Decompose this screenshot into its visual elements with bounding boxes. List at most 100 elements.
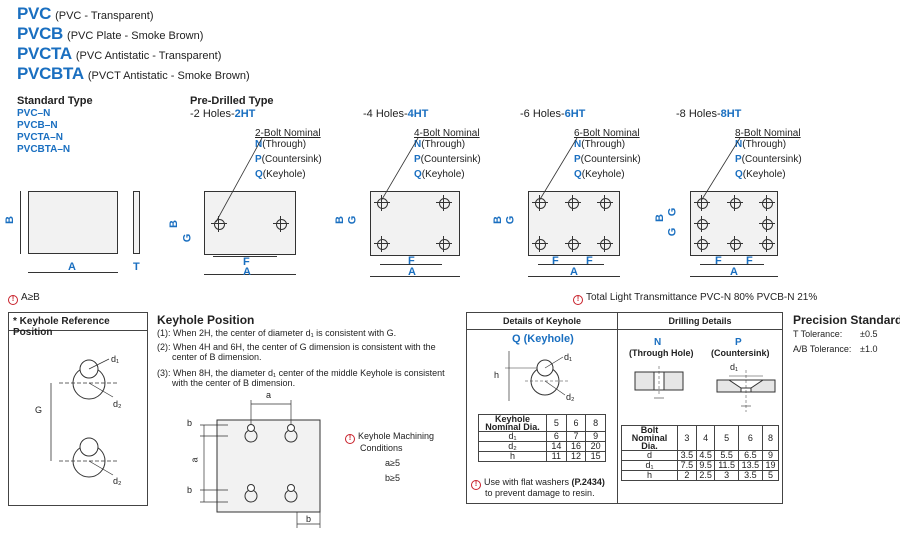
type-prefix: -6 Holes- <box>520 108 565 120</box>
standard-type-heading: Standard Type <box>17 95 93 107</box>
cell: 3.5 <box>677 450 697 461</box>
option-text: (Keyhole) <box>262 169 306 180</box>
precision-t-value: ±0.5 <box>860 329 878 339</box>
hole-marker <box>694 236 710 252</box>
row-label: d₂ <box>478 441 547 452</box>
drill-col: 6 <box>737 425 763 451</box>
cell: 12 <box>565 451 587 462</box>
hole-marker <box>273 216 289 232</box>
cell: 5.5 <box>714 450 739 461</box>
ref-d1: d₁ <box>111 354 120 364</box>
cell: 5 <box>761 470 780 481</box>
standard-code: PVCB–N <box>17 120 58 131</box>
row-label: h <box>478 451 547 462</box>
table-row: h 2 2.5 3 3.5 5 <box>621 470 780 481</box>
hole-marker <box>565 195 581 211</box>
drill-p-sub: (Countersink) <box>711 348 770 358</box>
drilling-details-header: Drilling Details <box>618 313 782 330</box>
type-code: 4HT <box>407 108 429 120</box>
option-letter: P <box>574 154 581 165</box>
dim-a: A <box>68 261 76 273</box>
dim-f: F <box>746 255 753 267</box>
dim-line <box>204 274 296 275</box>
cell: 7 <box>565 431 587 442</box>
note-light: !Total Light Transmittance PVC-N 80% PVC… <box>573 292 817 305</box>
drill-col: 4 <box>695 425 716 451</box>
option-letter: N <box>574 139 582 150</box>
warning-icon: ! <box>345 434 355 444</box>
table-row: h 11 12 15 <box>478 451 606 462</box>
option-text: (Keyhole) <box>581 169 625 180</box>
type-label-4h: -4 Holes-4HT <box>363 108 428 120</box>
hole-marker <box>374 236 390 252</box>
hole-marker <box>532 236 548 252</box>
table-row: d₂ 14 16 20 <box>478 441 606 452</box>
cell: 4.5 <box>695 450 716 461</box>
dim-t: T <box>133 261 140 273</box>
washer-note: !Use with flat washers (P.2434) <box>471 477 605 490</box>
table-row: d₁ 6 7 9 <box>478 431 606 442</box>
warning-icon: ! <box>573 295 583 305</box>
hole-marker <box>759 195 775 211</box>
precision-ab-label: A/B Tolerance: <box>793 344 852 354</box>
option-letter: Q <box>735 169 743 180</box>
head-text: Bolt <box>640 425 659 435</box>
ref-d2: d₂ <box>113 476 122 486</box>
option-block-8h: 8-Bolt Nominal N(Through) P(Countersink)… <box>735 128 802 180</box>
head-text: Nominal Dia. <box>631 433 668 451</box>
title-pvcb: PVCB(PVC Plate - Smoke Brown) <box>17 24 203 44</box>
dim-f: F <box>408 255 415 267</box>
note-text: A≥B <box>21 292 40 303</box>
option-letter: P <box>735 154 742 165</box>
keyhole-ref-drawing <box>50 358 119 478</box>
keyhole-sub: Q (Keyhole) <box>512 333 574 345</box>
precision-t-label: T Tolerance: <box>793 329 843 339</box>
dim-a: A <box>408 266 416 278</box>
hole-marker <box>759 216 775 232</box>
option-text: (Keyhole) <box>742 169 786 180</box>
drill-p-title: P <box>735 337 742 348</box>
option-text: (Through) <box>262 139 307 150</box>
pos-label-a: a <box>266 390 272 400</box>
divider <box>617 313 618 503</box>
drill-d1-label: d₁ <box>730 362 739 372</box>
dim-f: F <box>586 255 593 267</box>
hole-marker <box>436 236 452 252</box>
title-pvcta: PVCTA(PVC Antistatic - Transparent) <box>17 44 221 64</box>
type-prefix: -4 Holes- <box>363 108 408 120</box>
cell: 9 <box>761 450 780 461</box>
type-code: 6HT <box>564 108 586 120</box>
drill-col: 8 <box>761 425 780 451</box>
standard-code: PVCBTA–N <box>17 144 71 155</box>
cell: 6.5 <box>737 450 763 461</box>
hole-marker <box>597 236 613 252</box>
hole-marker <box>565 236 581 252</box>
standard-code: PVC–N <box>17 108 51 119</box>
nominal-label: 6-Bolt Nominal <box>574 128 640 139</box>
option-text: (Countersink) <box>261 154 322 165</box>
dim-line <box>700 264 764 265</box>
cell: 13.5 <box>737 460 763 471</box>
cell: 2.5 <box>695 470 716 481</box>
nominal-label: 8-Bolt Nominal <box>735 128 801 139</box>
precision-title: Precision Standard <box>793 313 900 327</box>
option-letter: P <box>414 154 421 165</box>
washer-note-text: Use with flat washers <box>484 477 570 487</box>
option-text: (Countersink) <box>741 154 802 165</box>
option-text: (Countersink) <box>420 154 481 165</box>
cell: 6 <box>546 431 567 442</box>
dim-f: F <box>715 255 722 267</box>
dim-line <box>380 264 442 265</box>
table-row: d₁ 7.5 9.5 11.5 13.5 19 <box>621 460 780 471</box>
keyhole-details-header: Details of Keyhole <box>467 313 617 330</box>
dim-line <box>20 191 21 254</box>
option-letter: P <box>255 154 262 165</box>
cell: 7.5 <box>677 460 697 471</box>
keyhole-d2-label: d₂ <box>566 392 575 402</box>
keyhole-pos-title: Keyhole Position <box>157 313 255 327</box>
predrilled-heading: Pre-Drilled Type <box>190 95 274 107</box>
